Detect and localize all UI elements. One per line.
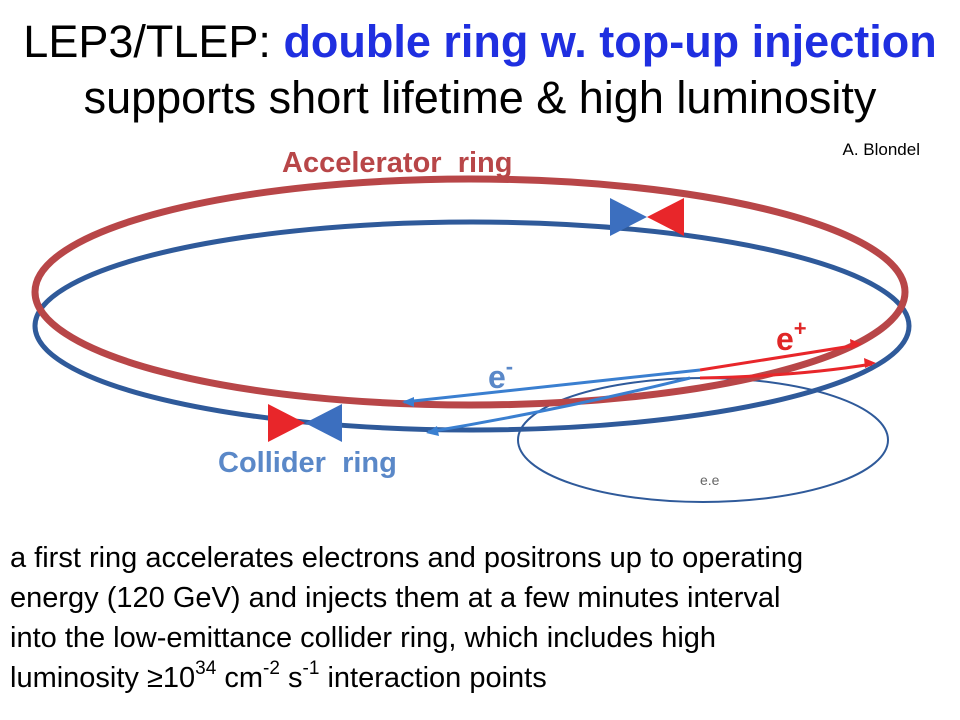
positron-beam-upper	[699, 343, 859, 372]
description-line-3: into the low-emittance collider ring, wh…	[10, 622, 717, 654]
electron-beam-upper-arrow	[402, 397, 414, 407]
partial-label: e.e	[700, 472, 720, 488]
description-line-1: a first ring accelerates electrons and p…	[10, 542, 804, 574]
positron-beam-lower-arrow	[864, 358, 876, 368]
electron-beam-lower	[427, 376, 691, 434]
collider-ring-label: Collider ring	[218, 447, 397, 479]
collider-bowtie-icon	[268, 404, 342, 442]
author-credit: A. Blondel	[842, 140, 921, 159]
description-line-2: energy (120 GeV) and injects them at a f…	[10, 582, 781, 614]
electron-beam-lower-arrow	[426, 426, 439, 436]
title-line2: supports short lifetime & high luminosit…	[83, 72, 877, 123]
accelerator-bowtie-icon	[610, 198, 684, 236]
accelerator-ring-label: Accelerator ring	[282, 147, 512, 179]
description-line-4: luminosity ≥1034 cm-2 s-1 interaction po…	[10, 658, 547, 694]
title-prefix: LEP3/TLEP:	[23, 16, 284, 67]
description-text: a first ring accelerates electrons and p…	[10, 538, 950, 698]
positron-label: e+	[776, 316, 807, 357]
positron-beam-upper-arrow	[850, 339, 862, 349]
positron-beam-lower	[699, 362, 873, 380]
collider-ring	[32, 219, 912, 433]
electron-beam-upper	[403, 368, 701, 404]
electron-label: e-	[488, 354, 513, 395]
accelerator-ring	[31, 175, 909, 409]
slide-title: LEP3/TLEP: double ring w. top-up injecti…	[0, 14, 960, 126]
title-highlight: double ring w. top-up injection	[283, 16, 937, 67]
